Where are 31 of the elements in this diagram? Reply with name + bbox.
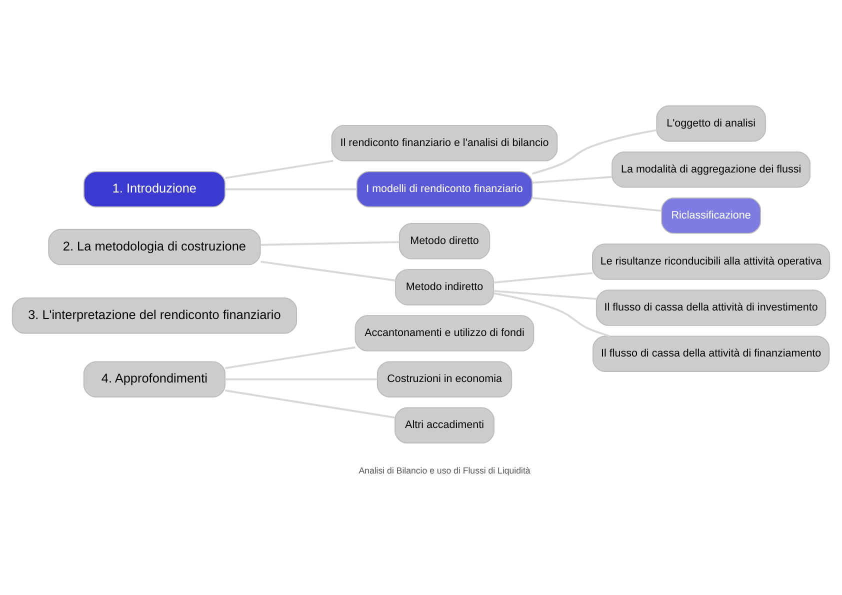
connector [260,260,396,282]
connector [494,272,592,284]
node-box: Riclassificazione [661,198,762,234]
node-box: Metodo diretto [398,223,490,260]
connector [532,129,657,175]
node-box: Le risultanze riconducibili alla attività operativa [592,244,830,280]
connector [225,378,378,380]
connector [494,292,610,338]
label: Analisi di Bilancio e uso di Flussi di Liquidità [358,466,530,476]
connector [494,290,596,300]
node-box: 3. L'interpretazione del rendiconto finanziario [12,298,298,334]
node-box: Accantonamenti e utilizzo di fondi [354,315,534,352]
connector [532,176,612,184]
node-box: Il rendiconto finanziario e l'analisi di bilancio [331,125,558,162]
node-box: L'oggetto di analisi [656,105,766,142]
connector [225,188,357,190]
node-box: La modalità di aggregazione dei flussi [612,151,811,188]
node-box: Costruzioni in economia [376,361,512,398]
connector [260,241,400,246]
node-box: 1. Introduzione [83,171,226,208]
node-box: 4. Approfondimenti [83,361,226,398]
node-box: Metodo indiretto [395,269,494,306]
connector [532,196,662,212]
node-box: Altri accadimenti [394,407,494,444]
connector [225,160,334,180]
node-box: 2. La metodologia di costruzione [48,228,261,266]
node-box: Il flusso di cassa della attività di investimento [596,290,826,326]
node-box: I modelli di rendiconto finanziario [356,171,533,208]
node-box: Il flusso di cassa della attività di finanziamento [592,336,830,372]
connector [225,390,395,419]
connector [225,346,356,370]
